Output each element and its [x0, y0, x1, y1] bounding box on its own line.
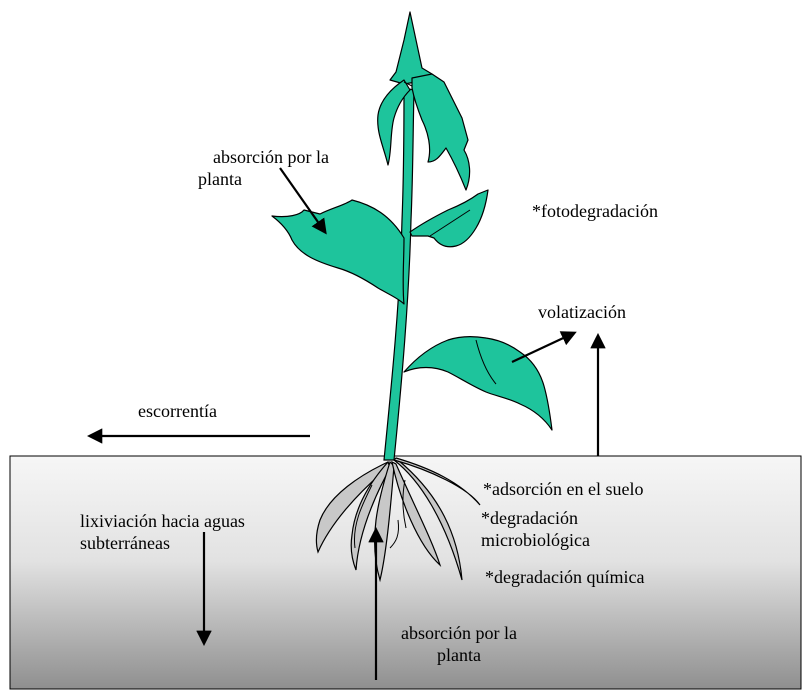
label-absorption-leaf: absorción por la planta	[198, 146, 344, 190]
label-micro-degradation-line1: *degradación	[481, 507, 590, 529]
label-runoff: escorrentía	[138, 400, 217, 422]
label-micro-degradation: *degradación microbiológica	[481, 507, 590, 551]
label-absorption-leaf-line1: absorción por la	[198, 146, 344, 168]
label-leaching-line2: subterráneas	[80, 532, 245, 554]
label-absorption-root-line2: planta	[386, 644, 532, 666]
label-absorption-leaf-line2: planta	[198, 168, 344, 190]
label-absorption-root-line1: absorción por la	[386, 622, 532, 644]
label-soil-adsorption: *adsorción en el suelo	[483, 478, 643, 500]
label-leaching-line1: lixiviación hacia aguas	[80, 510, 245, 532]
plant-leaves	[272, 12, 552, 430]
label-chemical-degradation: *degradación química	[485, 566, 644, 588]
volatilization-diagonal-arrow	[512, 333, 574, 362]
label-volatilization: volatización	[538, 301, 626, 323]
label-micro-degradation-line2: microbiológica	[481, 529, 590, 551]
label-absorption-root: absorción por la planta	[386, 622, 532, 666]
label-leaching: lixiviación hacia aguas subterráneas	[80, 510, 245, 554]
label-photodegradation: *fotodegradación	[532, 200, 658, 222]
